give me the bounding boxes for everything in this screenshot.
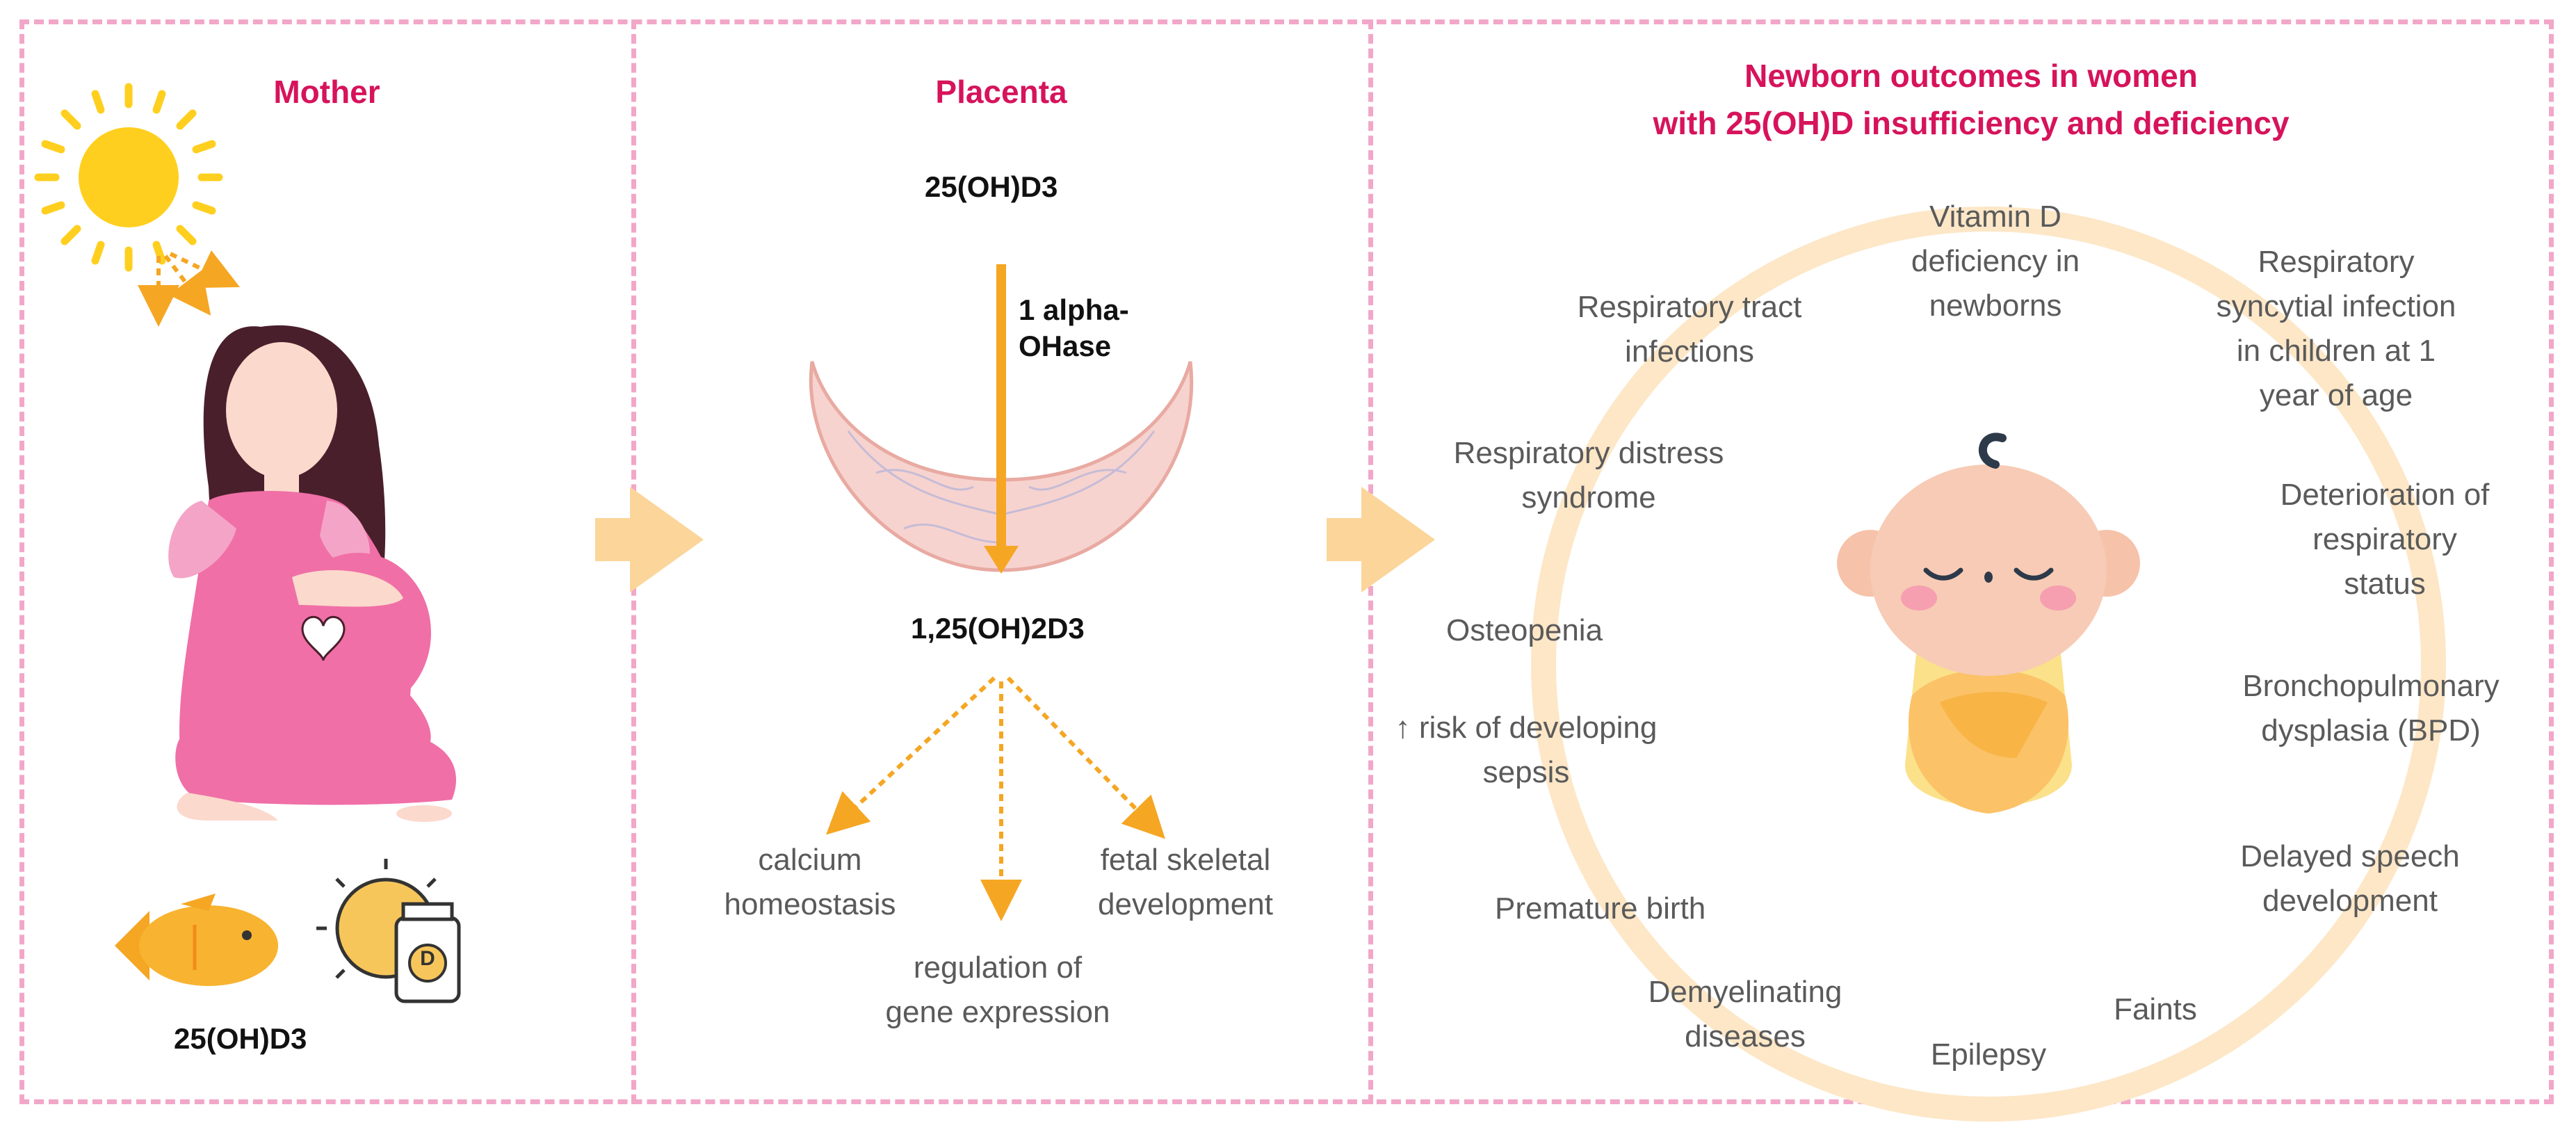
diagram-frame <box>19 19 2554 1104</box>
newborn-baby-illustration <box>1837 433 2140 814</box>
flow-arrow-mother-to-placenta <box>595 487 704 592</box>
vitamin-d-supplement-icon <box>316 859 461 1003</box>
outcome-premature-birth: Premature birth <box>1495 891 1706 926</box>
enzyme-label: 1 alpha-OHase <box>1019 293 1129 362</box>
placenta-title: Placenta <box>935 74 1067 110</box>
outcome-demyelinating-diseases: Demyelinating diseases <box>1648 975 1842 1053</box>
placenta-illustration <box>809 361 1194 572</box>
outcome-respiratory-status-deterioration: Deterioration of respiratory status <box>2280 478 2490 601</box>
outcome-respiratory-syncytial-infection: Respiratory syncytial infection in child… <box>2216 245 2456 412</box>
newborn-title-line1: Newborn outcomes in women <box>1744 58 2198 94</box>
outcome-sepsis-risk: ↑ risk of developing sepsis <box>1395 711 1658 789</box>
outcome-osteopenia: Osteopenia <box>1446 613 1603 647</box>
effect-arrows <box>826 676 1165 921</box>
pregnant-mother-illustration <box>168 325 456 822</box>
outcome-bronchopulmonary-dysplasia: Bronchopulmonary dysplasia (BPD) <box>2242 669 2500 748</box>
outcome-vitd-deficiency: Vitamin D deficiency in newborns <box>1911 200 2080 323</box>
sun-ray-arrows <box>138 250 241 327</box>
newborn-title-line2: with 25(OH)D insufficiency and deficienc… <box>1653 105 2290 141</box>
effect-gene-expression: regulation of gene expression <box>885 951 1110 1029</box>
conversion-arrow <box>984 264 1019 574</box>
outcome-faints: Faints <box>2114 992 2197 1026</box>
vitamin-d-badge: D <box>420 947 435 970</box>
newborn-outcomes-title: Newborn outcomes in women with 25(OH)D i… <box>1391 52 2552 147</box>
placenta-top-metabolite: 25(OH)D3 <box>925 170 1058 203</box>
outcome-respiratory-distress-syndrome: Respiratory distress syndrome <box>1453 436 1724 515</box>
fish-icon <box>115 894 278 986</box>
outcome-respiratory-tract-infections: Respiratory tract infections <box>1577 290 1802 369</box>
outcome-delayed-speech: Delayed speech development <box>2240 839 2460 918</box>
placenta-bottom-metabolite: 1,25(OH)2D3 <box>911 612 1085 645</box>
effect-calcium-homeostasis: calcium homeostasis <box>724 843 896 921</box>
effect-fetal-skeletal-development: fetal skeletal development <box>1098 843 1273 921</box>
flow-arrow-placenta-to-newborn <box>1327 487 1435 592</box>
outcome-epilepsy: Epilepsy <box>1930 1037 2047 1072</box>
mother-title: Mother <box>273 74 380 110</box>
mother-metabolite-label: 25(OH)D3 <box>174 1022 307 1055</box>
sun-icon <box>34 83 223 272</box>
outcomes-halo <box>1531 207 2446 1122</box>
